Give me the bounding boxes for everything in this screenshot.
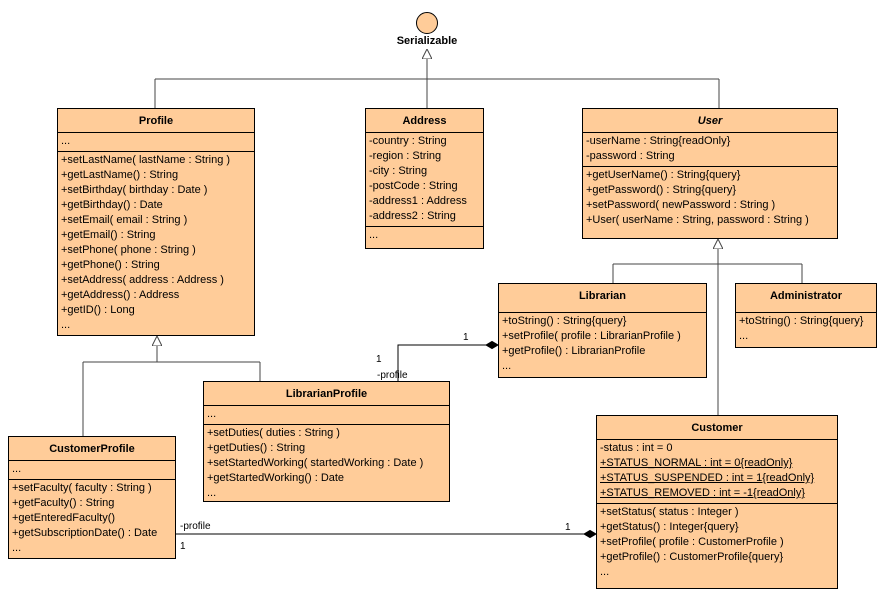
class-profile-operations-item: +setAddress( address : Address ): [61, 274, 224, 286]
class-administrator-operations-item: ...: [739, 330, 749, 342]
composition-lines: [176, 340, 597, 539]
class-librarian-profile-attributes-item: ...: [207, 408, 217, 420]
class-administrator-operations-item: +toString() : String{query}: [739, 315, 864, 327]
class-customer-name: Customer: [597, 416, 837, 440]
class-profile-operations-item: ...: [61, 319, 71, 331]
class-profile-operations-item: +getEmail() : String: [61, 229, 156, 241]
class-user-operations-item: +getPassword() : String{query}: [586, 184, 737, 196]
class-user-attributes-item: -password : String: [586, 150, 675, 162]
class-customer-profile[interactable]: CustomerProfile ... +setFaculty( faculty…: [8, 436, 176, 559]
class-customer-static-attributes-item: +STATUS_SUSPENDED : int = 1{readOnly}: [600, 472, 815, 484]
class-address-attributes-item: -postCode : String: [369, 180, 458, 192]
class-librarian-operations-item: ...: [502, 360, 512, 372]
class-librarian-profile-operations-item: +setStartedWorking( startedWorking : Dat…: [207, 457, 424, 469]
serializable-interface-icon[interactable]: [416, 12, 438, 34]
customer-profile-mult-profile-end: 1: [180, 541, 186, 552]
class-customer-profile-operations-item: +setFaculty( faculty : String ): [12, 482, 152, 494]
class-librarian-profile-operations-item: +getStartedWorking() : Date: [207, 472, 345, 484]
class-librarian-profile-name: LibrarianProfile: [204, 382, 449, 406]
class-profile-operations: +setLastName( lastName : String ) +getLas…: [58, 152, 254, 335]
class-profile-operations-item: +getPhone() : String: [61, 259, 160, 271]
librarian-profile-mult-librarian-end: 1: [463, 332, 469, 343]
class-customer-instance-attributes: -status : int = 0: [600, 441, 834, 456]
class-customer-profile-operations-item: +getFaculty() : String: [12, 497, 115, 509]
class-librarian-operations-item: +toString() : String{query}: [502, 315, 627, 327]
class-librarian-profile-operations-item: +getDuties() : String: [207, 442, 306, 454]
class-customer-instance-attributes-item: -status : int = 0: [600, 442, 673, 454]
class-address-attributes-item: -region : String: [369, 150, 442, 162]
class-customer-static-attributes: +STATUS_NORMAL : int = 0{readOnly} +STATU…: [600, 456, 834, 501]
librarian-profile-mult-profile-end: 1: [376, 354, 382, 365]
class-user-attributes-item: -userName : String{readOnly}: [586, 135, 731, 147]
class-profile-attributes: ...: [58, 133, 254, 152]
class-customer-operations-item: ...: [600, 566, 610, 578]
class-customer-operations-item: +setStatus( status : Integer ): [600, 506, 739, 518]
class-profile-operations-item: +setBirthday( birthday : Date ): [61, 184, 208, 196]
class-librarian-profile-operations-item: ...: [207, 487, 217, 499]
class-profile-operations-item: +setEmail( email : String ): [61, 214, 188, 226]
class-user-operations-item: +setPassword( newPassword : String ): [586, 199, 776, 211]
class-customer-static-attributes-item: +STATUS_NORMAL : int = 0{readOnly}: [600, 457, 793, 469]
class-librarian-profile-operations: +setDuties( duties : String ) +getDuties(…: [204, 425, 449, 503]
class-customer-profile-operations-item: ...: [12, 542, 22, 554]
class-address-operations-item: ...: [369, 229, 379, 241]
class-librarian-name: Librarian: [499, 284, 706, 313]
class-librarian-profile-operations-item: +setDuties( duties : String ): [207, 427, 340, 439]
class-profile-operations-item: +getLastName() : String: [61, 169, 179, 181]
class-profile-operations-item: +getAddress() : Address: [61, 289, 180, 301]
class-profile-operations-item: +setPhone( phone : String ): [61, 244, 196, 256]
class-address-attributes-item: -country : String: [369, 135, 447, 147]
class-customer-profile-operations: +setFaculty( faculty : String ) +getFacul…: [9, 480, 175, 558]
class-profile[interactable]: Profile ... +setLastName( lastName : Str…: [57, 108, 255, 336]
class-customer-profile-operations-item: +getSubscriptionDate() : Date: [12, 527, 158, 539]
class-librarian-operations-item: +getProfile() : LibrarianProfile: [502, 345, 646, 357]
realization-lines: [154, 49, 720, 108]
class-librarian[interactable]: Librarian +toString() : String{query} +se…: [498, 283, 707, 378]
class-address-attributes: -country : String -region : String -city :…: [366, 133, 483, 227]
class-administrator[interactable]: Administrator +toString() : String{query…: [735, 283, 877, 348]
class-librarian-operations-item: +setProfile( profile : LibrarianProfile …: [502, 330, 681, 342]
class-user-operations-item: +User( userName : String, password : Str…: [586, 214, 809, 226]
class-customer-profile-operations-item: +getEnteredFaculty(): [12, 512, 116, 524]
class-librarian-profile[interactable]: LibrarianProfile ... +setDuties( duties …: [203, 381, 450, 502]
class-customer[interactable]: Customer -status : int = 0 +STATUS_NORMA…: [596, 415, 838, 589]
class-user-attributes: -userName : String{readOnly} -password : …: [583, 133, 837, 167]
librarian-profile-role: -profile: [377, 370, 408, 381]
class-address-operations: ...: [366, 227, 483, 245]
class-customer-operations-item: +getProfile() : CustomerProfile{query}: [600, 551, 784, 563]
class-user-operations: +getUserName() : String{query} +getPasswo…: [583, 167, 837, 230]
class-profile-operations-item: +setLastName( lastName : String ): [61, 154, 231, 166]
class-customer-profile-attributes-item: ...: [12, 463, 22, 475]
class-address-attributes-item: -city : String: [369, 165, 428, 177]
class-customer-operations-item: +getStatus() : Integer{query}: [600, 521, 739, 533]
class-customer-attributes: -status : int = 0 +STATUS_NORMAL : int =…: [597, 440, 837, 504]
class-customer-profile-name: CustomerProfile: [9, 437, 175, 461]
class-administrator-operations: +toString() : String{query}...: [736, 313, 876, 346]
class-profile-operations-item: +getBirthday() : Date: [61, 199, 163, 211]
customer-profile-role: -profile: [180, 521, 211, 532]
class-user[interactable]: User -userName : String{readOnly} -passwo…: [582, 108, 838, 239]
class-customer-profile-attributes: ...: [9, 461, 175, 480]
class-customer-operations: +setStatus( status : Integer ) +getStatus…: [597, 504, 837, 582]
class-customer-static-attributes-item: +STATUS_REMOVED : int = -1{readOnly}: [600, 487, 806, 499]
serializable-interface-label: Serializable: [396, 35, 458, 47]
class-user-name: User: [583, 109, 837, 133]
class-address-attributes-item: -address2 : String: [369, 210, 456, 222]
class-librarian-profile-attributes: ...: [204, 406, 449, 425]
class-address[interactable]: Address -country : String -region : Strin…: [365, 108, 484, 249]
class-profile-name: Profile: [58, 109, 254, 133]
class-address-name: Address: [366, 109, 483, 133]
profile-generalization-lines: [82, 336, 261, 436]
class-customer-operations-item: +setProfile( profile : CustomerProfile ): [600, 536, 784, 548]
class-administrator-name: Administrator: [736, 284, 876, 313]
customer-profile-mult-customer-end: 1: [565, 522, 571, 533]
class-librarian-operations: +toString() : String{query} +setProfile( …: [499, 313, 706, 376]
class-user-operations-item: +getUserName() : String{query}: [586, 169, 741, 181]
class-address-attributes-item: -address1 : Address: [369, 195, 467, 207]
class-profile-operations-item: +getID() : Long: [61, 304, 135, 316]
user-generalization-lines: [612, 239, 803, 415]
class-profile-attributes-item: ...: [61, 135, 71, 147]
